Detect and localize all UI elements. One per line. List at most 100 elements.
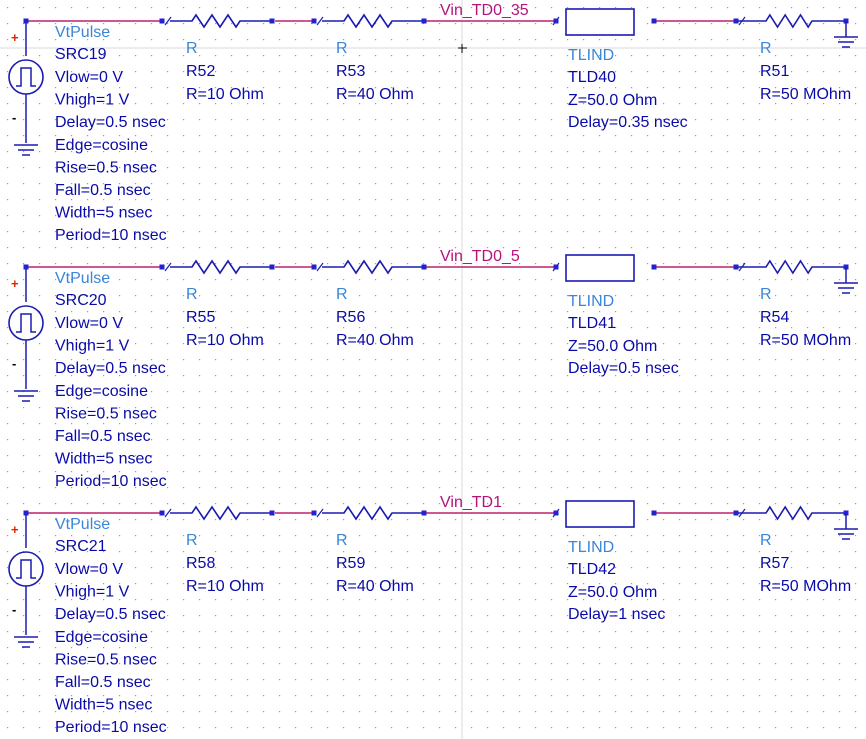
pulse-source-icon	[8, 551, 44, 587]
pin-marker	[23, 510, 29, 516]
source-type-label: VtPulse	[55, 270, 110, 287]
wire-junction-mark	[164, 262, 172, 272]
pulse-source-icon	[8, 59, 44, 95]
source-param-label: Rise=0.5 nsec	[55, 651, 157, 668]
ground-icon	[834, 528, 858, 540]
pin-marker	[651, 510, 657, 516]
resistor-value-label: R=10 Ohm	[186, 332, 264, 349]
source-param-label: Width=5 nsec	[55, 451, 152, 468]
pulse-waveform-icon	[16, 67, 36, 87]
source-param-label: Rise=0.5 nsec	[55, 405, 157, 422]
pin-marker	[311, 264, 317, 270]
source-plus-label: +	[11, 276, 19, 291]
tline-impedance-label: Z=50.0 Ohm	[568, 92, 657, 109]
resistor-name-label: R52	[186, 63, 215, 80]
source-type-label: VtPulse	[55, 516, 110, 533]
resistor-symbol	[170, 13, 270, 29]
resistor-name-label: R53	[336, 63, 365, 80]
source-param-label: Edge=cosine	[55, 383, 148, 400]
source-param-label: Period=10 nsec	[55, 719, 167, 736]
pin-marker	[159, 510, 165, 516]
resistor-name-label: R56	[336, 309, 365, 326]
source-name-label: SRC21	[55, 538, 107, 555]
source-param-label: Width=5 nsec	[55, 697, 152, 714]
source-param-label: Delay=0.5 nsec	[55, 360, 166, 377]
resistor-name-label: R54	[760, 309, 789, 326]
pin-marker	[23, 264, 29, 270]
source-param-label: Vlow=0 V	[55, 315, 123, 332]
pin-marker	[553, 510, 559, 516]
tline-name-label: TLD42	[568, 561, 616, 578]
ground-icon	[834, 36, 858, 48]
source-name-label: SRC20	[55, 292, 107, 309]
tline-impedance-label: Z=50.0 Ohm	[568, 338, 657, 355]
pin-marker	[159, 18, 165, 24]
cursor-crosshair	[458, 44, 467, 53]
resistor-value-label: R=40 Ohm	[336, 578, 414, 595]
source-param-label: Fall=0.5 nsec	[55, 674, 151, 691]
resistor-name-label: R55	[186, 309, 215, 326]
wire-junction-mark	[164, 508, 172, 518]
resistor-value-label: R=10 Ohm	[186, 578, 264, 595]
resistor-name-label: R59	[336, 555, 365, 572]
source-param-label: Period=10 nsec	[55, 227, 167, 244]
tline-name-label: TLD41	[568, 315, 616, 332]
source-param-label: Delay=0.5 nsec	[55, 114, 166, 131]
source-param-label: Delay=0.5 nsec	[55, 606, 166, 623]
source-param-label: Period=10 nsec	[55, 473, 167, 490]
resistor-value-label: R=40 Ohm	[336, 86, 414, 103]
resistor-value-label: R=50 MOhm	[760, 332, 851, 349]
source-param-label: Fall=0.5 nsec	[55, 428, 151, 445]
source-param-label: Fall=0.5 nsec	[55, 182, 151, 199]
source-param-label: Edge=cosine	[55, 137, 148, 154]
resistor-symbol	[736, 505, 846, 521]
resistor-symbol	[322, 259, 422, 275]
tline-impedance-label: Z=50.0 Ohm	[568, 584, 657, 601]
pin-marker	[421, 264, 427, 270]
source-param-label: Vlow=0 V	[55, 69, 123, 86]
wire-junction-mark	[316, 508, 324, 518]
resistor-value-label: R=10 Ohm	[186, 86, 264, 103]
resistor-type-label: R	[336, 532, 348, 549]
source-param-label: Vhigh=1 V	[55, 92, 130, 109]
source-minus-label: -	[12, 602, 16, 617]
source-param-label: Vlow=0 V	[55, 561, 123, 578]
source-param-label: Edge=cosine	[55, 629, 148, 646]
resistor-symbol	[322, 505, 422, 521]
source-param-label: Width=5 nsec	[55, 205, 152, 222]
ground-icon	[14, 144, 38, 156]
pin-marker	[553, 18, 559, 24]
resistor-type-label: R	[336, 40, 348, 57]
tline-name-label: TLD40	[568, 69, 616, 86]
resistor-value-label: R=50 MOhm	[760, 86, 851, 103]
pin-marker	[311, 18, 317, 24]
pin-marker	[651, 18, 657, 24]
tline-type-label: TLIND	[568, 539, 614, 556]
resistor-value-label: R=40 Ohm	[336, 332, 414, 349]
resistor-type-label: R	[336, 286, 348, 303]
pin-marker	[23, 18, 29, 24]
pin-marker	[651, 264, 657, 270]
tline-symbol	[565, 8, 635, 36]
tline-delay-label: Delay=1 nsec	[568, 606, 665, 623]
net-label: Vin_TD1	[440, 494, 502, 511]
